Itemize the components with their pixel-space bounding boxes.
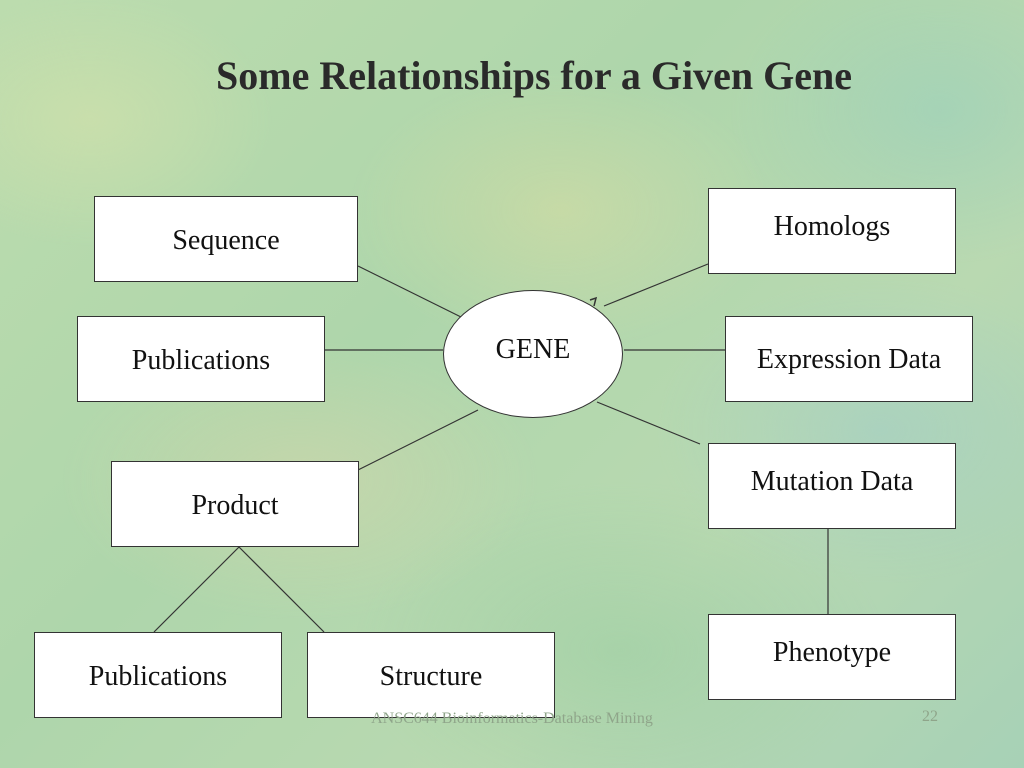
node-expression-data: Expression Data (725, 316, 973, 402)
footer-text: ANSC644 Bioinformatics-Database Mining (371, 710, 653, 727)
arrow-tick (589, 296, 598, 307)
node-phenotype: Phenotype (708, 614, 956, 700)
slide-title: Some Relationships for a Given Gene (216, 53, 852, 98)
node-product: Product (111, 461, 359, 547)
link-product-publications (153, 546, 240, 633)
page-number: 22 (922, 708, 938, 725)
node-publications-left: Publications (77, 316, 325, 402)
node-homologs: Homologs (708, 188, 956, 274)
link-product-gene (357, 409, 479, 471)
link-product-structure (238, 546, 325, 633)
link-mutation-gene (596, 401, 701, 445)
link-sequence-gene (357, 265, 464, 319)
link-homologs-gene (603, 263, 709, 307)
node-mutation-data: Mutation Data (708, 443, 956, 529)
node-publications-bottom: Publications (34, 632, 282, 718)
node-structure: Structure (307, 632, 555, 718)
node-gene: GENE (443, 290, 623, 418)
node-sequence: Sequence (94, 196, 358, 282)
